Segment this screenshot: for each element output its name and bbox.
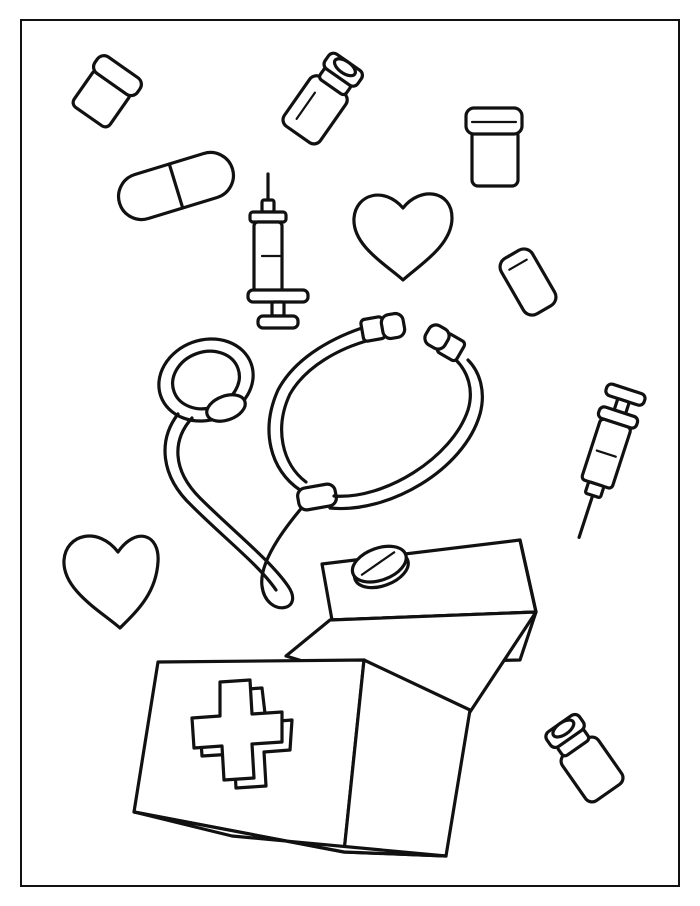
syringe-icon [246,172,310,330]
vial-icon [544,712,625,804]
stethoscope-icon [157,311,484,610]
round-pill-icon [350,544,410,590]
medicine-jar-icon [71,54,143,129]
vial-icon [281,51,365,146]
capsule-pill-icon [116,150,236,222]
pill-bottle-icon [464,106,524,188]
heart-icon [352,192,454,282]
first-aid-kit-icon [132,610,538,858]
tablet-pill-icon [498,247,558,317]
heart-icon [62,534,160,630]
syringe-icon [577,382,647,539]
red-cross-symbol [190,678,294,790]
